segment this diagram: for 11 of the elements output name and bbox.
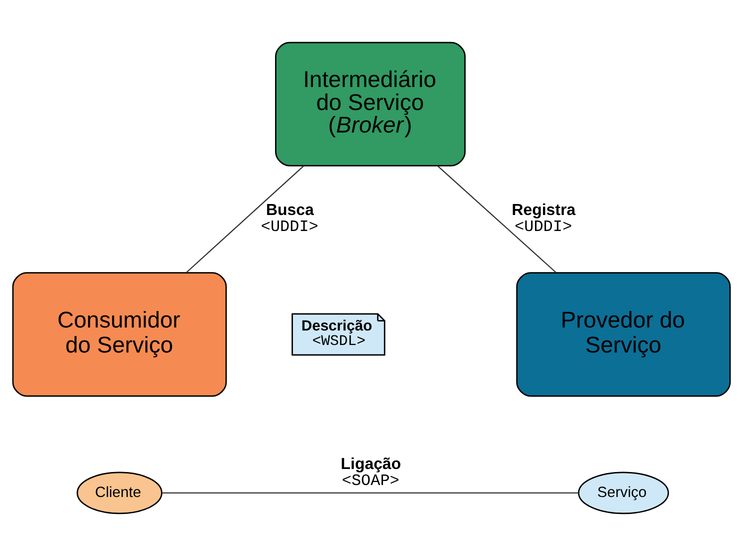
node-box: Consumidor do Serviço [12,272,227,396]
node-box: Provedor do Serviço [516,272,731,396]
connector [437,164,556,272]
connector [162,492,579,493]
node-ellipse: Serviço [578,471,669,514]
connector [186,164,304,272]
node-box: Intermediário do Serviço (Broker) [275,41,466,166]
edge-label: Busca <UDDI> [260,201,318,236]
edge-label: Registra <UDDI> [512,201,576,236]
node-ellipse: Cliente [76,471,162,514]
edge-label: Ligação <SOAP> [340,456,402,490]
